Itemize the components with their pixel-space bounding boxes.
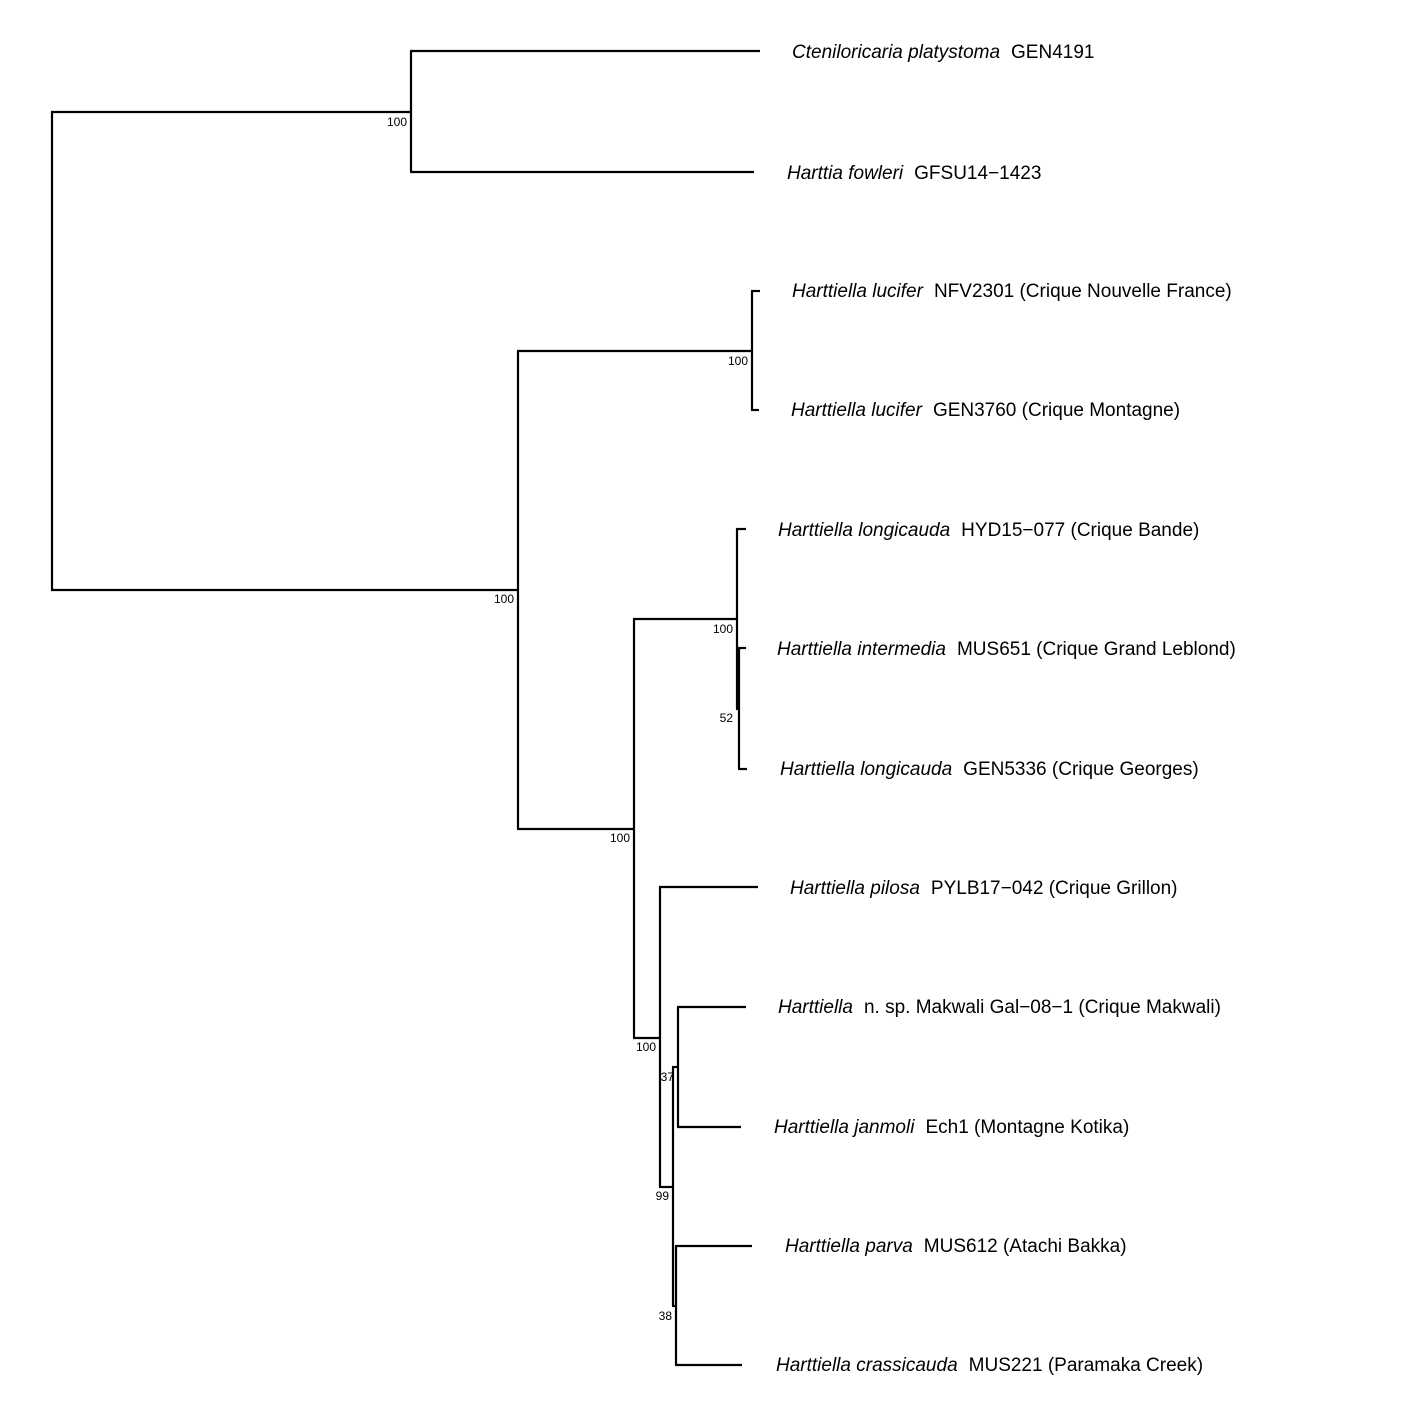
tip-label: Harttiella lucifer NFV2301 (Crique Nouvel… (792, 281, 1232, 302)
species-name: Harttiella (778, 997, 853, 1018)
specimen-id: n. sp. Makwali Gal−08−1 (Crique Makwali) (864, 997, 1221, 1018)
species-name: Harttiella longicauda (778, 520, 950, 541)
specimen-id: HYD15−077 (Crique Bande) (961, 520, 1199, 541)
support-value: 38 (659, 1309, 673, 1323)
support-value: 99 (656, 1189, 670, 1203)
specimen-id: MUS651 (Crique Grand Leblond) (957, 639, 1236, 660)
support-value: 100 (494, 592, 514, 606)
specimen-id: GEN5336 (Crique Georges) (963, 759, 1199, 780)
support-value: 100 (728, 354, 748, 368)
tip-label: Harttiella parva MUS612 (Atachi Bakka) (785, 1236, 1127, 1257)
specimen-id: GEN3760 (Crique Montagne) (933, 400, 1180, 421)
support-value: 100 (387, 115, 407, 129)
species-name: Harttiella parva (785, 1236, 913, 1257)
species-name: Harttiella lucifer (792, 281, 924, 302)
species-name: Harttiella pilosa (790, 878, 920, 899)
support-value: 52 (720, 711, 734, 725)
support-value: 100 (610, 831, 630, 845)
tip-label: Harttiella n. sp. Makwali Gal−08−1 (Criqu… (778, 997, 1221, 1018)
specimen-id: PYLB17−042 (Crique Grillon) (931, 878, 1178, 899)
support-value: 100 (713, 622, 733, 636)
tip-label: Cteniloricaria platystoma GEN4191 (792, 42, 1094, 63)
tip-label: Harttiella longicauda GEN5336 (Crique Geo… (780, 759, 1199, 780)
species-name: Harttiella intermedia (777, 639, 946, 660)
species-name: Harttiella janmoli (774, 1117, 915, 1138)
specimen-id: NFV2301 (Crique Nouvelle France) (934, 281, 1232, 302)
tip-label: Harttiella janmoli Ech1 (Montagne Kotika) (774, 1117, 1129, 1138)
tip-label: Harttia fowleri GFSU14−1423 (787, 163, 1041, 184)
specimen-id: MUS612 (Atachi Bakka) (924, 1236, 1127, 1257)
support-value: 100 (636, 1040, 656, 1054)
specimen-id: Ech1 (Montagne Kotika) (925, 1117, 1129, 1138)
tip-label: Harttiella intermedia MUS651 (Crique Gran… (777, 639, 1236, 660)
tip-label: Harttiella lucifer GEN3760 (Crique Montag… (791, 400, 1180, 421)
species-name: Harttiella longicauda (780, 759, 952, 780)
specimen-id: GFSU14−1423 (914, 163, 1041, 184)
support-value: 37 (661, 1070, 675, 1084)
specimen-id: GEN4191 (1011, 42, 1094, 63)
tip-label: Harttiella longicauda HYD15−077 (Crique B… (778, 520, 1199, 541)
species-name: Harttiella crassicauda (776, 1355, 958, 1376)
species-name: Harttia fowleri (787, 163, 904, 184)
species-name: Harttiella lucifer (791, 400, 923, 421)
tip-label: Harttiella pilosa PYLB17−042 (Crique Gril… (790, 878, 1178, 899)
specimen-id: MUS221 (Paramaka Creek) (969, 1355, 1203, 1376)
species-name: Cteniloricaria platystoma (792, 42, 1000, 63)
tip-label: Harttiella crassicauda MUS221 (Paramaka C… (776, 1355, 1203, 1376)
